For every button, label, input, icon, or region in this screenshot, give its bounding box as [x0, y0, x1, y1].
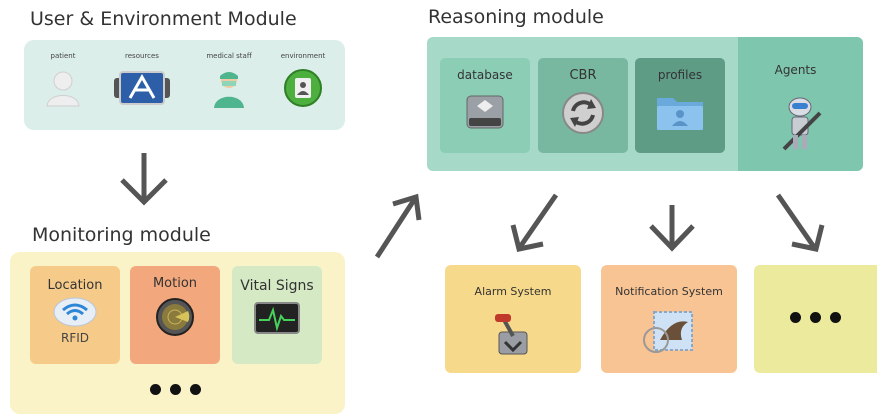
profiles-label: profiles: [657, 68, 703, 82]
medical-staff-label: medical staff: [206, 52, 252, 60]
rfid-label: RFID: [60, 331, 90, 345]
reasoning-card-database: database: [440, 58, 530, 153]
motion-label: Motion: [152, 276, 198, 291]
user-env-item-environment: environment: [268, 52, 338, 108]
user-env-item-patient: patient: [28, 52, 98, 108]
arrow-monitoring-to-reasoning: [374, 193, 422, 259]
arrow-reasoning-to-notification: [649, 205, 695, 252]
monitoring-card-motion: Motion: [130, 266, 220, 364]
alarm-system-label: Alarm System: [474, 285, 552, 298]
alarm-switch-icon: [491, 312, 535, 356]
medical-staff-icon: [209, 68, 249, 108]
monitoring-panel: Location RFID Motion Vital Signs: [10, 252, 345, 414]
monitoring-more-dots: [140, 384, 210, 395]
wifi-icon: [53, 297, 97, 327]
output-box-notification-system: Notification System: [601, 265, 737, 373]
user-env-item-resources: resources: [107, 52, 177, 108]
radar-icon: [155, 297, 195, 337]
location-label: Location: [47, 278, 103, 293]
environment-label: environment: [280, 52, 326, 60]
mail-stamp-icon: [642, 310, 696, 356]
sync-icon: [561, 91, 605, 135]
output-box-alarm-system: Alarm System: [445, 265, 581, 373]
user-env-title: User & Environment Module: [30, 8, 297, 30]
monitoring-card-vital-signs: Vital Signs: [232, 266, 322, 364]
resources-label: resources: [125, 52, 159, 60]
patient-icon: [43, 68, 83, 108]
heart-monitor-icon: [254, 302, 300, 334]
more-dots-icon: [754, 312, 877, 323]
monitoring-card-location: Location RFID: [30, 266, 120, 364]
agents-panel: Agents: [738, 37, 863, 171]
user-env-item-medical-staff: medical staff: [194, 52, 264, 108]
output-box-more: [754, 265, 877, 373]
arrow-reasoning-to-alarm: [510, 193, 559, 252]
agents-robot-icon: [776, 93, 826, 153]
arrow-reasoning-to-more: [775, 193, 825, 252]
database-label: database: [457, 68, 513, 82]
notification-system-label: Notification System: [615, 285, 723, 298]
patient-label: patient: [50, 52, 76, 60]
environment-icon: [283, 68, 323, 108]
agents-label: Agents: [774, 63, 817, 77]
reasoning-card-cbr: CBR: [538, 58, 628, 153]
reasoning-card-profiles: profiles: [635, 58, 725, 153]
vital-signs-label: Vital Signs: [240, 278, 314, 294]
monitoring-title: Monitoring module: [32, 224, 211, 246]
reasoning-title: Reasoning module: [428, 6, 604, 28]
arrow-down-user-to-monitoring: [120, 153, 168, 206]
database-icon: [463, 90, 507, 134]
profiles-folder-icon: [655, 92, 705, 132]
user-env-panel: patient resources medical staff: [24, 40, 345, 130]
resources-icon: [114, 68, 170, 108]
cbr-label: CBR: [569, 68, 597, 83]
